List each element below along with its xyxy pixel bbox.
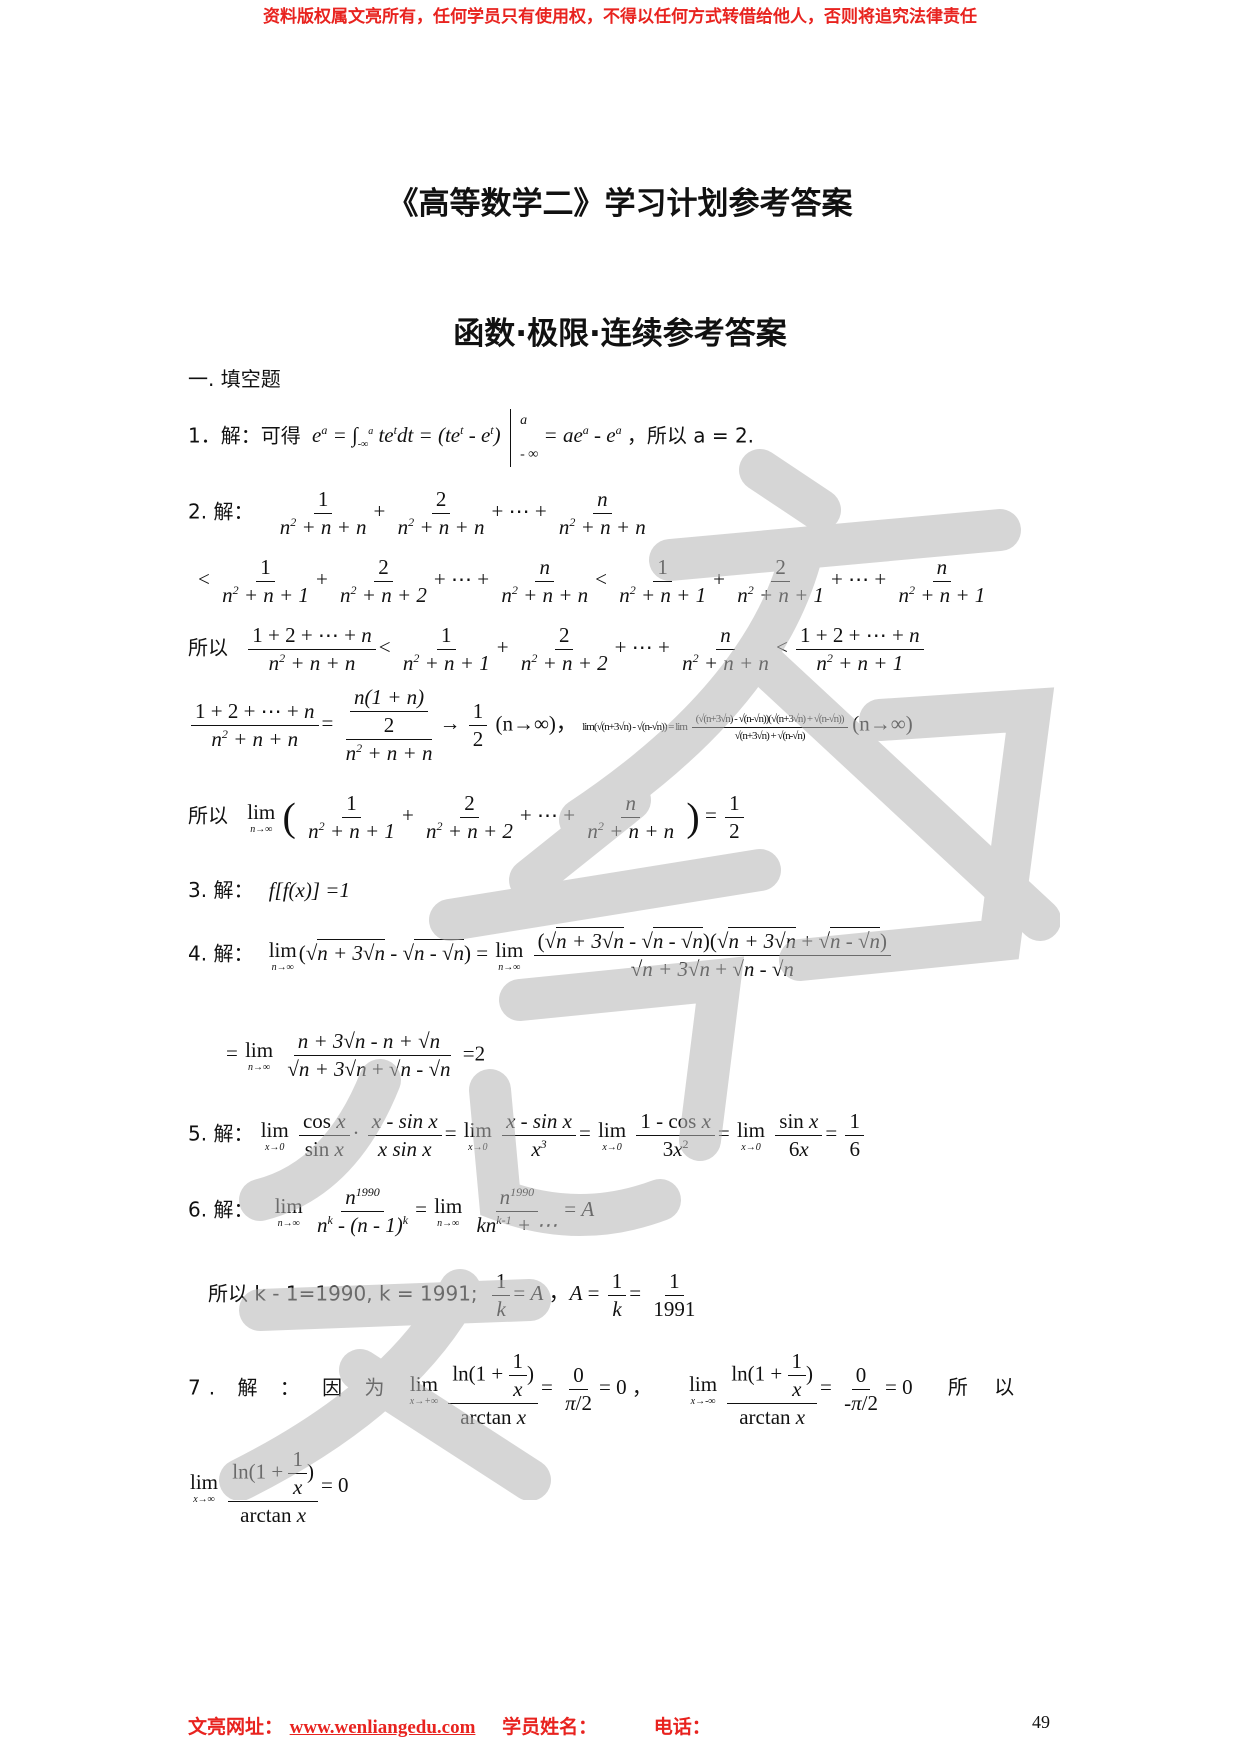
q1-result: = aea - ea xyxy=(543,423,622,448)
q3-formula: f[f(x)] =1 xyxy=(268,878,350,902)
q2-ninf-2: (n→∞) xyxy=(852,711,913,736)
q3-label: 3. 解： xyxy=(188,878,254,902)
q5-label: 5. 解： xyxy=(188,1121,254,1146)
q1-conclusion: ，所以 a = 2. xyxy=(626,423,755,448)
chapter-title: 函数·极限·连续参考答案 xyxy=(453,316,787,352)
q6-label: 6. 解： xyxy=(188,1197,254,1222)
q1-label: 1．解：可得 xyxy=(188,423,301,448)
site-label: 文亮网址： xyxy=(188,1716,284,1738)
section-heading: 一. 填空题 xyxy=(188,367,281,391)
q4-result: =2 xyxy=(462,1041,486,1066)
page-title: 《高等数学二》学习计划参考答案 xyxy=(387,186,853,222)
eval-bar xyxy=(509,408,511,467)
q6-conclusion: 所以 k - 1=1990, k = 1991; xyxy=(208,1281,478,1306)
q4-label: 4. 解： xyxy=(188,941,254,966)
eval-limits: a- ∞ xyxy=(520,413,539,462)
q2-label: 2. 解： xyxy=(188,499,254,524)
q7-so: 所 以 xyxy=(947,1375,1025,1400)
solution-1: 1．解：可得 ea = ∫-∞a tetdt = (tet - et) a- ∞… xyxy=(188,404,754,471)
phone-label: 电话： xyxy=(653,1716,711,1738)
footer: 文亮网址： www.wenliangedu.com 学员姓名： 电话： xyxy=(188,1712,711,1739)
website-link[interactable]: www.wenliangedu.com xyxy=(289,1717,476,1738)
q2-so-label-2: 所以 xyxy=(188,803,228,828)
solution-3: 3. 解： f[f(x)] =1 xyxy=(188,874,350,903)
student-name-label: 学员姓名： xyxy=(502,1716,598,1738)
copyright-notice: 资料版权属文亮所有，任何学员只有使用权，不得以任何方式转借给他人，否则将追究法律… xyxy=(263,7,977,27)
q2-compressed-limit: lim(√(n+3√n) - √(n-√n)) = lim (√(n+3√n) … xyxy=(582,713,852,742)
q7-comma: ， xyxy=(631,1375,652,1400)
q2-so-label: 所以 xyxy=(188,635,228,660)
q2-ninf-1: (n→∞)， xyxy=(495,711,577,736)
q7-label: 7. 解 ： 因 为 xyxy=(188,1375,393,1400)
page-number: 49 xyxy=(1032,1712,1050,1732)
q1-formula: ea = ∫-∞a tetdt = (tet - et) xyxy=(311,423,501,451)
